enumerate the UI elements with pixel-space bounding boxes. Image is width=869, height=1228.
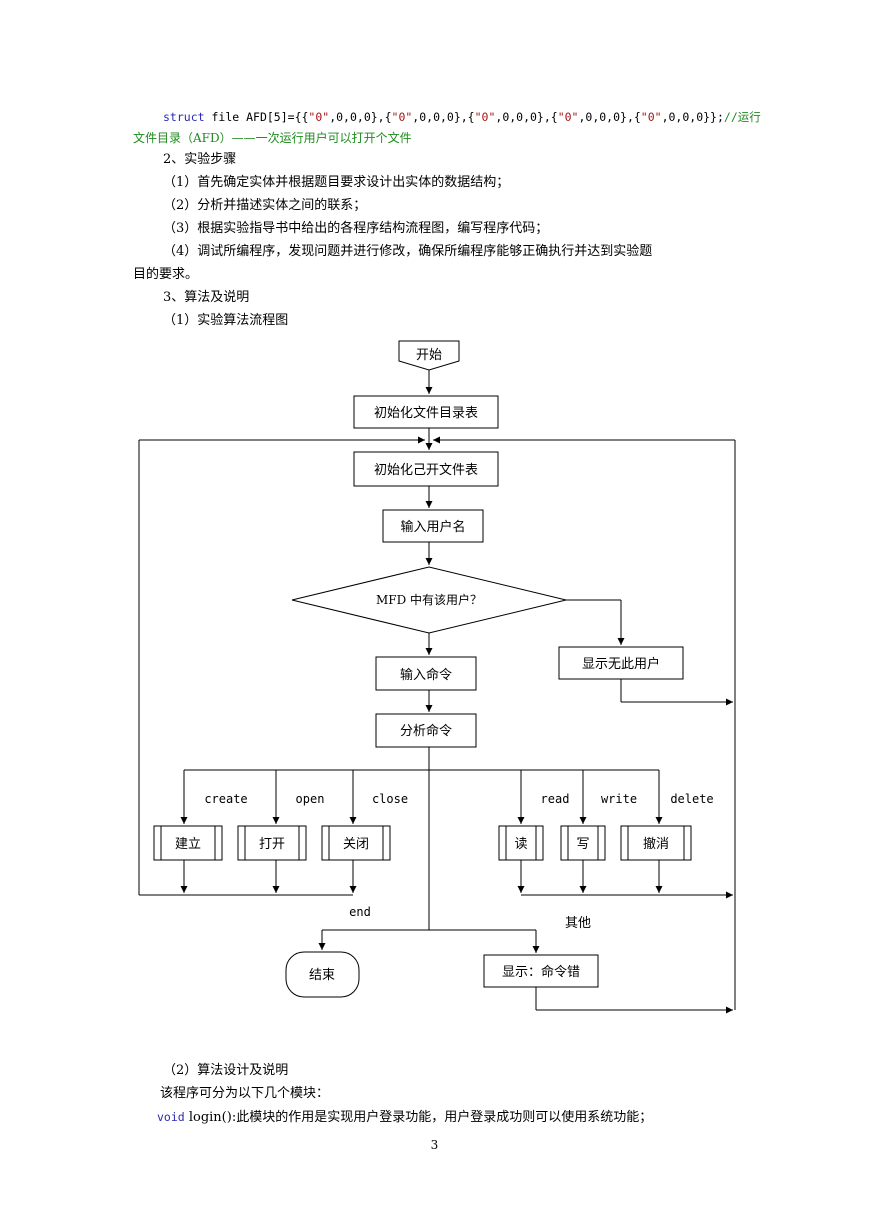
code-part: ,0,0,0},{ bbox=[412, 110, 475, 124]
step-1: （1）首先确定实体并根据题目要求设计出实体的数据结构； bbox=[163, 175, 510, 190]
code-string: "0" bbox=[640, 110, 662, 124]
code-part: ,0,0,0},{ bbox=[578, 110, 641, 124]
code-comment: //运行 bbox=[723, 110, 761, 124]
branch-end: end bbox=[349, 905, 371, 919]
proc-create-label: 建立 bbox=[175, 837, 201, 852]
proc-read-label: 读 bbox=[514, 837, 527, 852]
code-keyword: struct bbox=[163, 110, 205, 124]
code-string: "0" bbox=[557, 110, 579, 124]
branch-close: close bbox=[372, 792, 408, 806]
step-4-cont: 目的要求。 bbox=[133, 267, 199, 282]
step-3: （3）根据实验指导书中给出的各程序结构流程图，编写程序代码； bbox=[163, 221, 549, 236]
branch-delete: delete bbox=[670, 792, 713, 806]
proc-close-label: 关闭 bbox=[343, 837, 369, 852]
input-user-label: 输入用户名 bbox=[400, 519, 465, 535]
cmd-error-box bbox=[483, 954, 599, 988]
login-desc: login():此模块的作用是实现用户登录功能，用户登录成功则可以使用系统功能； bbox=[184, 1110, 653, 1125]
code-part: ,0,0,0}}; bbox=[661, 110, 724, 124]
input-cmd-label: 输入命令 bbox=[400, 667, 452, 683]
proc-delete-label: 撤消 bbox=[643, 836, 669, 852]
proc-close-box bbox=[321, 825, 391, 861]
no-user-label: 显示无此用户 bbox=[582, 656, 660, 672]
step-2: （2）分析并描述实体之间的联系； bbox=[163, 198, 367, 213]
code-part: ,0,0,0},{ bbox=[495, 110, 558, 124]
code-string: "0" bbox=[308, 110, 330, 124]
branch-create: create bbox=[204, 792, 247, 806]
page-number: 3 bbox=[430, 1138, 439, 1152]
branch-other: 其他 bbox=[565, 916, 591, 931]
decision-label: MFD 中有该用户？ bbox=[376, 592, 482, 607]
end-terminal bbox=[285, 951, 360, 998]
section-heading: 2、实验步骤 bbox=[163, 152, 237, 167]
end-label: 结束 bbox=[309, 968, 335, 983]
module-login: void login():此模块的作用是实现用户登录功能，用户登录成功则可以使用… bbox=[157, 1108, 652, 1127]
start-label: 开始 bbox=[416, 348, 442, 363]
cmd-error-label: 显示：命令错 bbox=[502, 964, 580, 980]
proc-delete-box bbox=[620, 825, 692, 861]
code-comment-continued: 文件目录（AFD）——一次运行用户可以打开个文件 bbox=[133, 131, 412, 145]
login-keyword: void bbox=[157, 1110, 185, 1124]
proc-open-label: 打开 bbox=[259, 837, 285, 852]
init-dir-box bbox=[353, 395, 499, 429]
init-dir-label: 初始化文件目录表 bbox=[374, 406, 478, 421]
branch-open: open bbox=[296, 792, 325, 806]
init-open-label: 初始化己开文件表 bbox=[374, 463, 478, 478]
code-part: ,0,0,0},{ bbox=[329, 110, 392, 124]
section-heading: 3、算法及说明 bbox=[163, 290, 250, 305]
subheading: （2）算法设计及说明 bbox=[163, 1063, 289, 1078]
init-open-box bbox=[353, 451, 499, 487]
module-intro: 该程序可分为以下几个模块： bbox=[160, 1086, 330, 1101]
proc-write-label: 写 bbox=[576, 837, 589, 852]
code-decl: file AFD[5]={{ bbox=[211, 110, 309, 124]
input-user-box bbox=[382, 509, 484, 543]
branch-read: read bbox=[541, 792, 570, 806]
parse-cmd-label: 分析命令 bbox=[400, 723, 452, 739]
step-4: （4）调试所编程序，发现问题并进行修改，确保所编程序能够正确执行并达到实验题 bbox=[163, 244, 653, 259]
parse-cmd-box bbox=[375, 713, 477, 748]
start-shape bbox=[398, 340, 460, 371]
branch-write: write bbox=[601, 792, 637, 806]
proc-open-box bbox=[237, 825, 307, 861]
proc-create-box bbox=[153, 825, 223, 861]
code-string: "0" bbox=[391, 110, 413, 124]
input-cmd-box bbox=[375, 656, 477, 691]
subheading: （1）实验算法流程图 bbox=[163, 313, 289, 328]
code-line: struct file AFD[5]={{"0",0,0,0},{"0",0,0… bbox=[163, 108, 761, 126]
code-string: "0" bbox=[474, 110, 496, 124]
